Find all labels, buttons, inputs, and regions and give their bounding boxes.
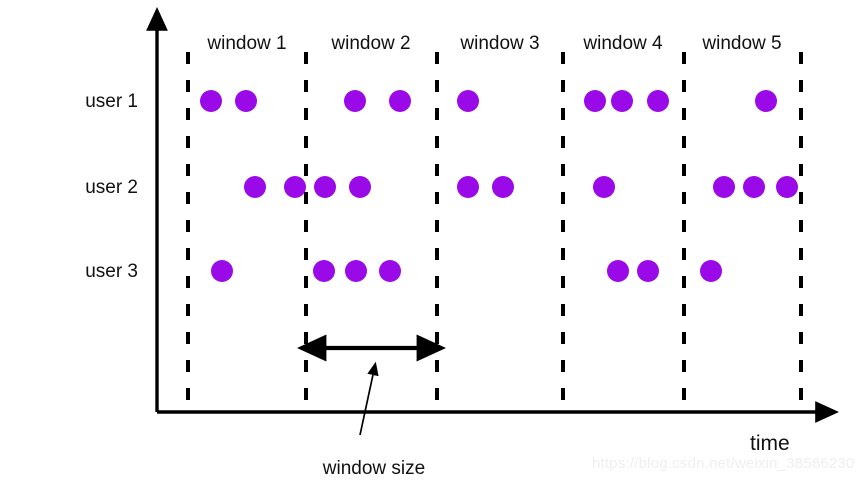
event-dot-user-1-4: [389, 90, 411, 112]
row-label-user-2: user 2: [85, 177, 138, 198]
window-boundaries: [186, 52, 803, 404]
event-dot-user-3-3: [345, 260, 367, 282]
row-label-user-1: user 1: [85, 91, 138, 112]
event-dot-user-1-2: [235, 90, 257, 112]
event-dots: [200, 90, 798, 282]
event-dot-user-2-3: [314, 176, 336, 198]
event-dot-user-1-3: [344, 90, 366, 112]
event-dot-user-1-1: [200, 90, 222, 112]
event-dot-user-2-8: [713, 176, 735, 198]
event-dot-user-2-5: [457, 176, 479, 198]
event-dot-user-2-6: [492, 176, 514, 198]
event-dot-user-1-5: [457, 90, 479, 112]
event-dot-user-3-1: [211, 260, 233, 282]
event-dot-user-2-10: [776, 176, 798, 198]
window-size-pointer-arrow: [359, 361, 379, 436]
window-label-3: window 3: [460, 33, 540, 54]
event-dot-user-1-7: [611, 90, 633, 112]
event-dot-user-2-9: [743, 176, 765, 198]
event-dot-user-3-2: [313, 260, 335, 282]
window-label-2: window 2: [331, 33, 411, 54]
window-label-5: window 5: [702, 33, 782, 54]
event-dot-user-1-9: [755, 90, 777, 112]
event-dot-user-3-5: [607, 260, 629, 282]
event-dot-user-3-6: [637, 260, 659, 282]
window-label-4: window 4: [583, 33, 663, 54]
window-size-annotation-label: window size: [322, 458, 426, 479]
event-dot-user-2-2: [284, 176, 306, 198]
event-dot-user-2-7: [593, 176, 615, 198]
event-dot-user-1-8: [647, 90, 669, 112]
event-dot-user-2-4: [349, 176, 371, 198]
event-dot-user-2-1: [244, 176, 266, 198]
event-dot-user-3-4: [379, 260, 401, 282]
event-dot-user-1-6: [584, 90, 606, 112]
event-dot-user-3-7: [700, 260, 722, 282]
x-axis-label-time: time: [750, 432, 790, 455]
window-label-1: window 1: [207, 33, 287, 54]
watermark-text: https://blog.csdn.net/weixin_38586230: [592, 455, 855, 472]
row-label-user-3: user 3: [85, 261, 138, 282]
